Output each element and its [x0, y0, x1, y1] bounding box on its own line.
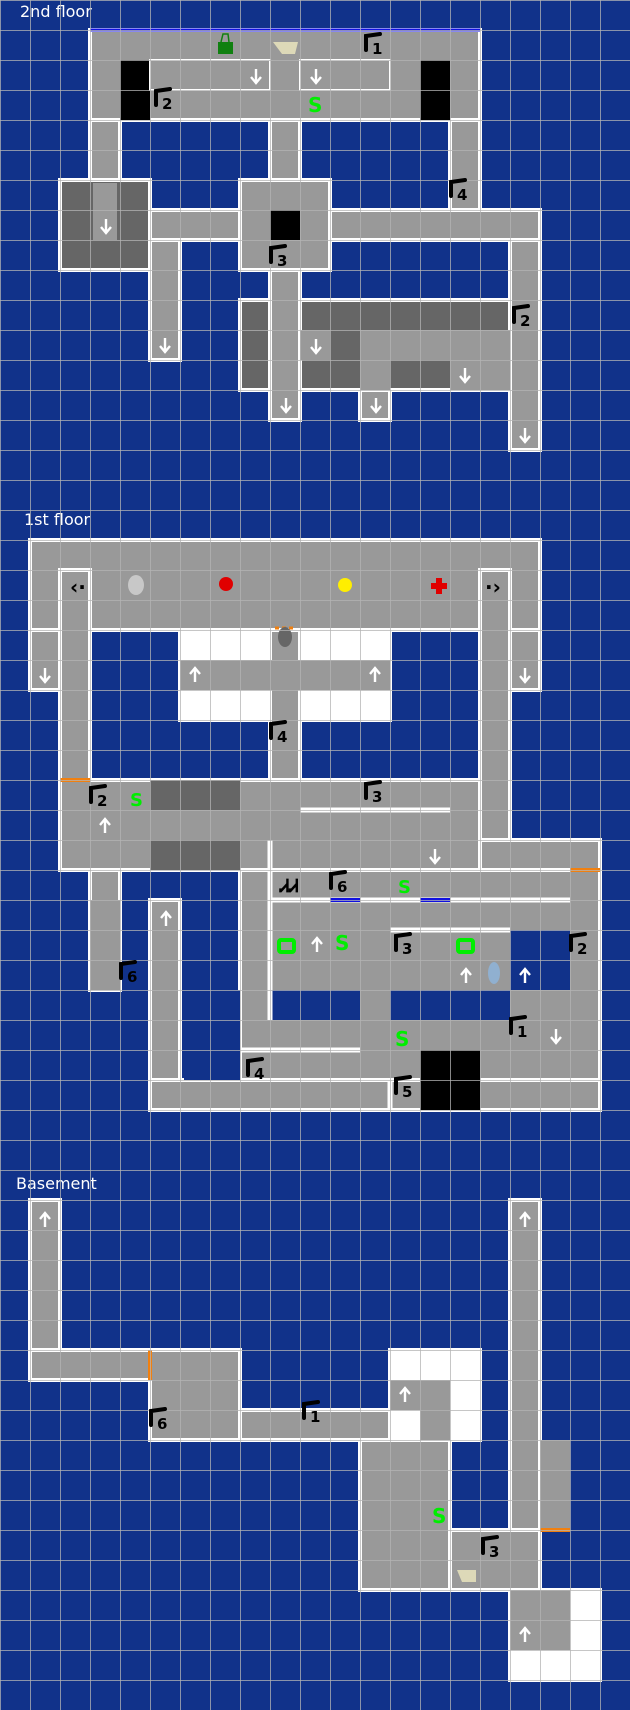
room-number-marker: 3 [481, 1535, 499, 1561]
room-number-marker: 4 [269, 720, 287, 746]
svg-text:3: 3 [402, 940, 412, 958]
svg-text:1: 1 [517, 1023, 527, 1041]
room-number-marker: 5 [394, 1075, 412, 1101]
room-number-marker: 6 [329, 870, 347, 896]
svg-text:2: 2 [520, 312, 530, 330]
room-number-marker: 1 [509, 1015, 527, 1041]
svg-text:5: 5 [402, 1083, 412, 1101]
room-number-marker: 6 [149, 1407, 167, 1433]
svg-text:6: 6 [127, 968, 137, 986]
svg-text:1: 1 [310, 1408, 320, 1426]
svg-text:3: 3 [277, 252, 287, 270]
room-number-marker: 2 [512, 304, 530, 330]
svg-text:6: 6 [337, 878, 347, 896]
number-markers: 1 2 3 4 2 4 3 2 6 6 3 2 1 4 5 6 1 3 [89, 32, 587, 1561]
svg-text:3: 3 [372, 788, 382, 806]
svg-text:6: 6 [157, 1415, 167, 1433]
svg-text:2: 2 [97, 792, 107, 810]
svg-text:4: 4 [254, 1065, 264, 1083]
room-number-marker: 3 [394, 932, 412, 958]
svg-text:4: 4 [277, 728, 287, 746]
svg-text:2: 2 [577, 940, 587, 958]
svg-text:2: 2 [162, 95, 172, 113]
room-number-marker: 4 [246, 1057, 264, 1083]
room-number-marker: 3 [364, 780, 382, 806]
svg-text:3: 3 [489, 1543, 499, 1561]
room-number-marker: 4 [449, 178, 467, 204]
room-number-marker: 3 [269, 244, 287, 270]
room-number-marker: 2 [154, 87, 172, 113]
room-number-marker: 2 [89, 784, 107, 810]
room-number-marker: 1 [364, 32, 382, 58]
room-number-marker: 1 [302, 1400, 320, 1426]
room-number-marker: 6 [119, 960, 137, 986]
svg-text:4: 4 [457, 186, 467, 204]
svg-text:1: 1 [372, 40, 382, 58]
room-number-marker: 2 [569, 932, 587, 958]
